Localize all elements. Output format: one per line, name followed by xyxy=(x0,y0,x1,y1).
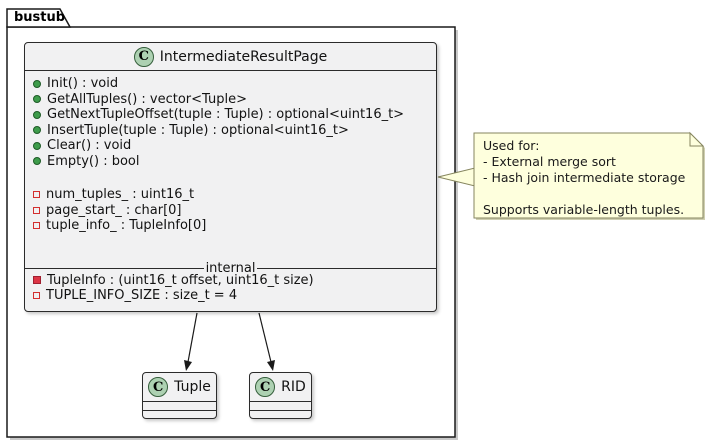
field-label: num_tuples_ : uint16_t xyxy=(46,187,195,203)
public-method-icon xyxy=(33,126,41,135)
class-header: C Tuple xyxy=(143,373,216,402)
public-method-icon xyxy=(33,141,41,150)
separator-line xyxy=(25,267,204,269)
field-row: tuple_info_ : TupleInfo[0] xyxy=(25,218,436,234)
method-label: Empty() : bool xyxy=(47,153,140,169)
arrowhead-rid-icon xyxy=(267,360,275,371)
class-tuple: C Tuple xyxy=(142,372,217,419)
empty-methods-compartment xyxy=(143,410,216,418)
internal-member-row: TUPLE_INFO_SIZE : size_t = 4 xyxy=(25,288,436,304)
package-name: bustub xyxy=(14,10,66,25)
method-label: InsertTuple(tuple : Tuple) : optional<ui… xyxy=(47,122,349,138)
method-label: GetAllTuples() : vector<Tuple> xyxy=(47,91,248,107)
field-row: page_start_ : char[0] xyxy=(25,203,436,219)
empty-fields-compartment xyxy=(143,402,216,410)
internal-member-row: TupleInfo : (uint16_t offset, uint16_t s… xyxy=(25,273,436,289)
class-body: Init() : void GetAllTuples() : vector<Tu… xyxy=(25,71,437,304)
separator-label: internal xyxy=(205,260,256,276)
note-line: Used for: xyxy=(483,138,540,153)
method-label: GetNextTupleOffset(tuple : Tuple) : opti… xyxy=(47,107,405,123)
note: Used for: - External merge sort - Hash j… xyxy=(474,133,703,218)
private-field-icon xyxy=(33,222,40,230)
arrow-line-tuple xyxy=(187,312,198,363)
class-badge-icon: C xyxy=(133,46,154,67)
arrowhead-tuple-icon xyxy=(184,360,192,371)
note-line: - Hash join intermediate storage xyxy=(483,170,686,185)
public-method-icon xyxy=(33,79,41,88)
class-title: IntermediateResultPage xyxy=(159,48,328,65)
method-label: Clear() : void xyxy=(47,138,132,154)
section-gap xyxy=(25,234,436,264)
note-line xyxy=(483,186,703,202)
private-field-icon xyxy=(33,191,40,199)
public-method-icon xyxy=(33,157,41,166)
internal-member-label: TupleInfo : (uint16_t offset, uint16_t s… xyxy=(47,272,314,288)
field-row: num_tuples_ : uint16_t xyxy=(25,187,436,203)
empty-fields-compartment xyxy=(250,402,311,410)
class-badge-icon: C xyxy=(148,377,169,397)
arrow-line-rid xyxy=(258,312,272,363)
internal-member-label: TUPLE_INFO_SIZE : size_t = 4 xyxy=(46,288,238,304)
note-line: Supports variable-length tuples. xyxy=(483,202,685,217)
method-row: Init() : void xyxy=(25,76,436,92)
method-row: InsertTuple(tuple : Tuple) : optional<ui… xyxy=(25,123,436,139)
class-intermediate-result-page: C IntermediateResultPage Init() : void G… xyxy=(24,42,437,312)
section-gap xyxy=(25,169,436,187)
class-rid: C RID xyxy=(249,372,312,419)
class-badge-icon: C xyxy=(255,377,276,397)
package-tab xyxy=(6,8,72,28)
field-label: page_start_ : char[0] xyxy=(46,202,182,218)
separator-line xyxy=(257,267,437,269)
class-title: Tuple xyxy=(174,379,211,395)
method-row: GetAllTuples() : vector<Tuple> xyxy=(25,92,436,108)
public-method-icon xyxy=(33,95,41,104)
method-row: GetNextTupleOffset(tuple : Tuple) : opti… xyxy=(25,107,436,123)
private-struct-icon xyxy=(33,276,41,285)
method-label: Init() : void xyxy=(47,76,119,92)
note-fold-corner xyxy=(689,131,705,147)
method-row: Clear() : void xyxy=(25,138,436,154)
class-header: C RID xyxy=(250,373,311,402)
field-label: tuple_info_ : TupleInfo[0] xyxy=(46,218,207,234)
method-row: Empty() : bool xyxy=(25,154,436,170)
class-header: C IntermediateResultPage xyxy=(25,43,436,71)
note-body xyxy=(473,132,704,219)
class-title: RID xyxy=(281,379,306,395)
public-method-icon xyxy=(33,110,41,119)
internal-separator: internal xyxy=(25,260,437,276)
private-field-icon xyxy=(33,292,40,300)
private-field-icon xyxy=(33,206,40,214)
note-line: - External merge sort xyxy=(483,154,616,169)
empty-methods-compartment xyxy=(250,410,311,418)
